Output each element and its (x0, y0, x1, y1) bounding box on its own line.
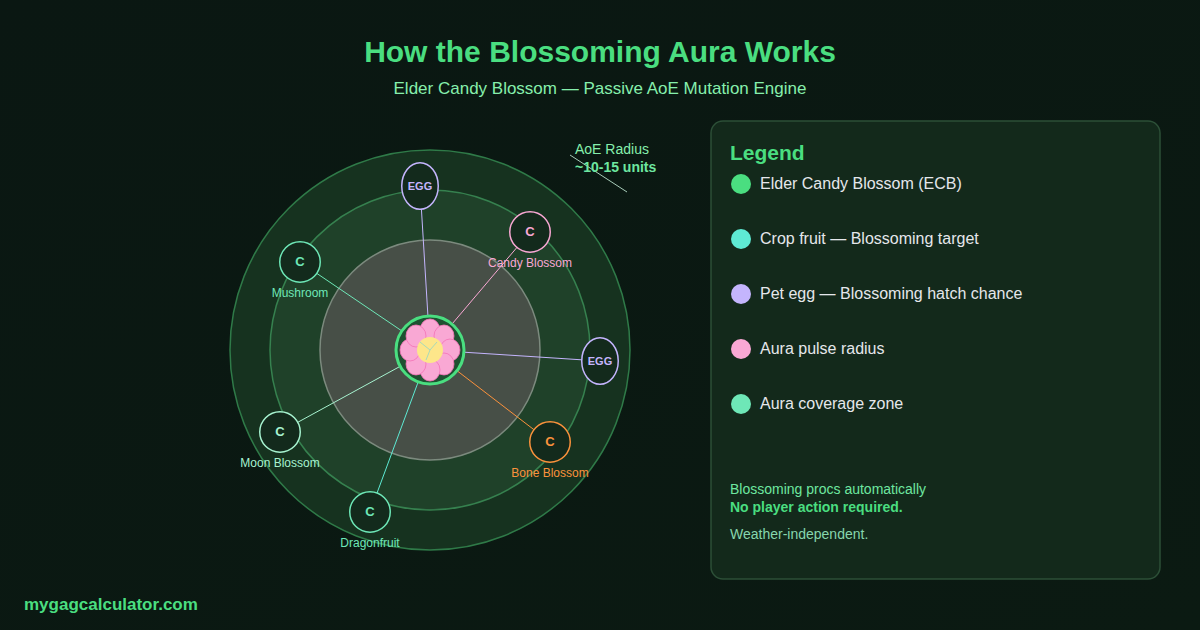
node-symbol: C (490, 421, 610, 463)
diagram-title: How the Blossoming Aura Works (364, 33, 836, 71)
legend-swatch (731, 229, 751, 249)
legend-heading: Legend (730, 140, 805, 166)
legend-entry: Aura pulse radius (731, 339, 885, 359)
node-symbol: C (240, 241, 360, 283)
crop-node: C Candy Blossom (470, 211, 590, 270)
spoke-line (430, 350, 550, 442)
node-caption: Bone Blossom (490, 466, 610, 480)
node-symbol: C (310, 491, 430, 533)
spoke-line (300, 262, 430, 350)
spoke-line (430, 232, 530, 350)
node-symbol: C (220, 411, 340, 453)
egg-node: EGG (360, 162, 480, 210)
legend-swatch (731, 339, 751, 359)
crop-node: C Mushroom (240, 241, 360, 300)
watermark: mygagcalculator.com (24, 595, 198, 615)
legend-text: Aura pulse radius (760, 339, 885, 359)
subtitle: Elder Candy Blossom — Passive AoE Mutati… (394, 79, 807, 99)
legend-text: Crop fruit — Blossoming target (760, 229, 979, 249)
center-line (426, 350, 430, 360)
legend-swatch (731, 174, 751, 194)
radius-value: ~10-15 units (575, 159, 656, 175)
node-caption: Moon Blossom (220, 456, 340, 470)
node-caption: Mushroom (240, 286, 360, 300)
node-symbol: EGG (540, 337, 660, 385)
crop-node: C Moon Blossom (220, 411, 340, 470)
legend-text: Pet egg — Blossoming hatch chance (760, 284, 1022, 304)
note-text: Weather-independent. (730, 526, 868, 542)
legend-entry: Aura coverage zone (731, 394, 903, 414)
egg-node: EGG (540, 337, 660, 385)
node-caption: Candy Blossom (470, 256, 590, 270)
legend-swatch (731, 284, 751, 304)
aura-outer-ring (230, 150, 630, 550)
legend-text: Aura coverage zone (760, 394, 903, 414)
legend-entry: Elder Candy Blossom (ECB) (731, 174, 962, 194)
node-symbol: C (470, 211, 590, 253)
note-text: Blossoming procs automatically (730, 481, 926, 497)
legend-swatch (731, 394, 751, 414)
node-symbol: EGG (360, 162, 480, 210)
flower-center-lines (420, 342, 437, 360)
legend-panel (711, 121, 1160, 579)
elder-candy-blossom (396, 316, 464, 384)
center-line (430, 342, 437, 350)
crop-node: C Dragonfruit (310, 491, 430, 550)
spoke-line (280, 350, 430, 432)
center-line (420, 342, 430, 350)
note-text: No player action required. (730, 499, 903, 515)
flower-petals (400, 319, 460, 381)
radius-label: AoE Radius (575, 141, 649, 157)
crop-node: C Bone Blossom (490, 421, 610, 480)
ecb-ring (396, 316, 464, 384)
legend-text: Elder Candy Blossom (ECB) (760, 174, 962, 194)
legend-entry: Crop fruit — Blossoming target (731, 229, 979, 249)
spoke-lines (280, 186, 600, 512)
flower-center (417, 337, 443, 363)
legend-entry: Pet egg — Blossoming hatch chance (731, 284, 1022, 304)
node-caption: Dragonfruit (310, 536, 430, 550)
aura-inner-zone (320, 240, 540, 460)
